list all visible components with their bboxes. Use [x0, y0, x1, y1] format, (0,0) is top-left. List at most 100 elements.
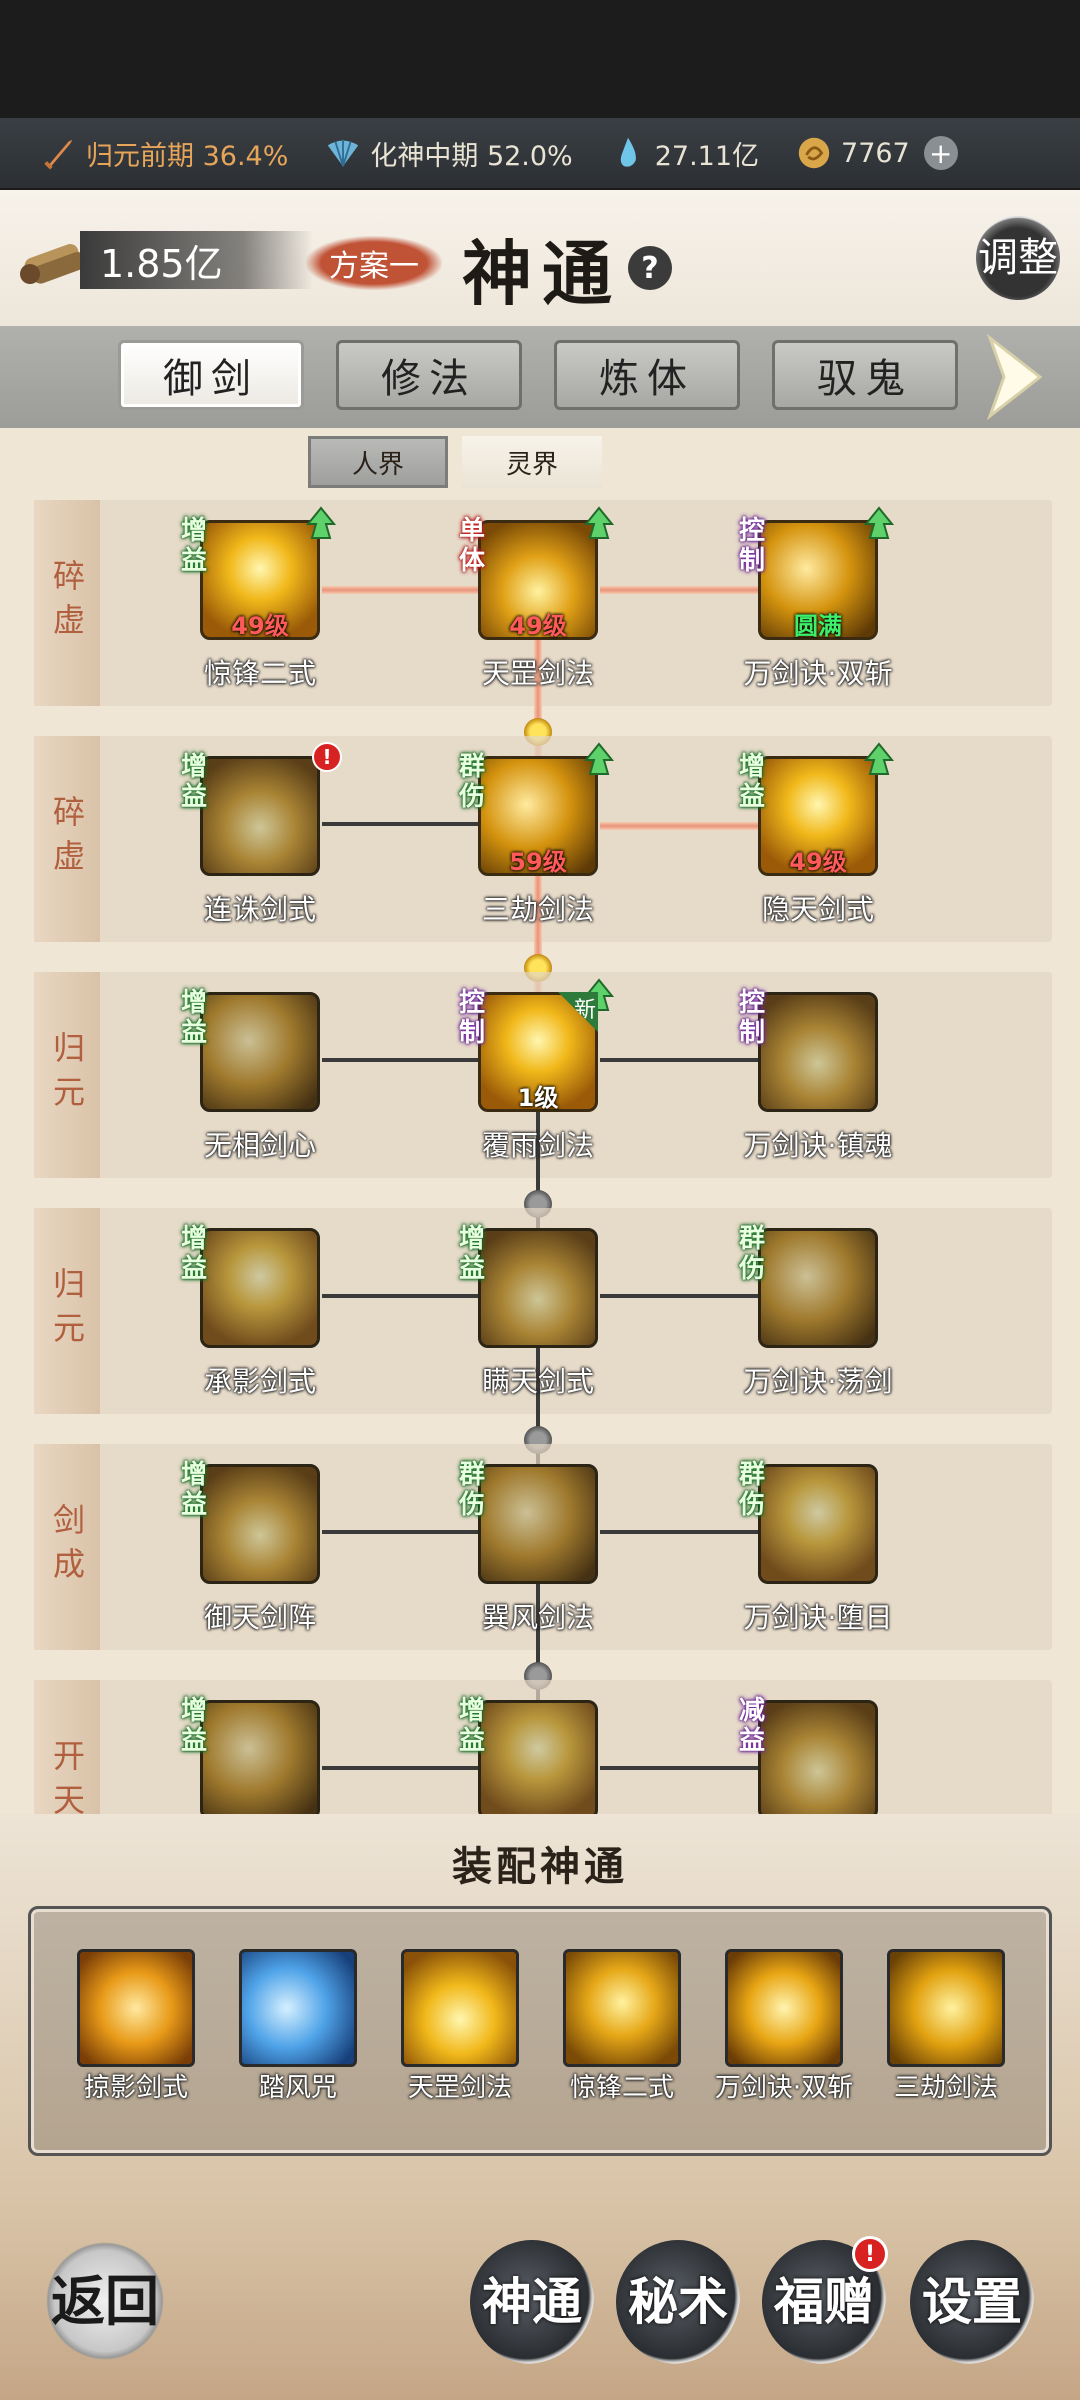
tab-lianti[interactable]: 炼体 — [554, 340, 740, 410]
skill-icon — [758, 1464, 878, 1584]
skill-link — [534, 640, 542, 776]
skill-name: 隐天剑式 — [761, 893, 874, 926]
skill-type-tag: 单体 — [458, 516, 485, 576]
skill-name: 万剑诀·镇魂 — [743, 1129, 893, 1162]
nav-mishu[interactable]: 秘术 — [616, 2240, 740, 2364]
fan-icon — [328, 139, 359, 167]
skill-link — [600, 1530, 758, 1534]
scroll-resource[interactable]: 1.85亿 — [14, 220, 313, 300]
tier-text: 归元 — [48, 1031, 86, 1119]
equip-skill-name: 万剑诀·双斩 — [714, 2073, 854, 2103]
skill-level: 59级 — [509, 848, 567, 876]
cultivation-resource[interactable]: 归元前期 36.4% — [40, 134, 288, 173]
skill-card[interactable]: 单体 49级天罡剑法 — [428, 506, 648, 696]
skill-card[interactable]: 减益 — [708, 1686, 928, 1814]
tier-label: 碎虚 — [34, 500, 100, 706]
realm-tab-human[interactable]: 人界 — [308, 436, 448, 488]
equip-skill-name: 三劫剑法 — [893, 2073, 998, 2103]
equip-slot[interactable]: 三劫剑法 — [865, 1949, 1027, 2103]
tab-yujian[interactable]: 御剑 — [118, 340, 304, 410]
skill-card[interactable]: 群伤巽风剑法 — [428, 1450, 648, 1640]
equip-slot[interactable]: 惊锋二式 — [541, 1949, 703, 2103]
skill-card[interactable]: 增益!连诛剑式 — [150, 742, 370, 932]
nav-settings[interactable]: 设置 — [910, 2240, 1034, 2364]
adjust-button[interactable]: 调整 — [976, 216, 1060, 300]
skill-name: 惊锋二式 — [203, 657, 316, 690]
skill-icon — [758, 992, 878, 1112]
skill-type-tag: 增益 — [180, 1696, 207, 1756]
equip-skill-icon — [887, 1949, 1005, 2067]
skill-type-tag: 增益 — [180, 752, 207, 812]
skill-link — [600, 1766, 758, 1770]
spirit-coin-icon — [798, 137, 830, 169]
sword-icon — [44, 139, 73, 170]
skill-type-tag: 群伤 — [738, 1460, 765, 1520]
back-label: 返回 — [51, 2269, 159, 2333]
water-resource[interactable]: 27.11亿 — [609, 134, 759, 173]
skill-link — [536, 1112, 540, 1248]
skill-icon — [200, 520, 320, 640]
skill-card[interactable]: 增益无相剑心 — [150, 978, 370, 1168]
skill-type-tag: 增益 — [180, 516, 207, 576]
skill-icon — [478, 1700, 598, 1814]
skill-card[interactable]: 增益 — [150, 1686, 370, 1814]
skill-card[interactable]: 控制万剑诀·镇魂 — [708, 978, 928, 1168]
skill-type-tag: 增益 — [458, 1696, 485, 1756]
skill-card[interactable]: 增益御天剑阵 — [150, 1450, 370, 1640]
add-coin-button[interactable]: + — [923, 136, 958, 170]
tab-yugui[interactable]: 驭鬼 — [772, 340, 958, 410]
tab-xiufa[interactable]: 修法 — [336, 340, 522, 410]
skill-card[interactable]: 群伤万剑诀·荡剑 — [708, 1214, 928, 1404]
skill-level: 圆满 — [794, 612, 842, 640]
equip-slot[interactable]: 踏风咒 — [217, 1949, 379, 2103]
nav-shentong[interactable]: 神通 — [470, 2240, 594, 2364]
equip-skill-name: 惊锋二式 — [569, 2073, 674, 2103]
skill-icon — [200, 1700, 320, 1814]
chevron-right-icon[interactable] — [980, 334, 1050, 420]
skill-name: 瞒天剑式 — [481, 1365, 594, 1398]
skill-name: 万剑诀·堕日 — [743, 1601, 893, 1634]
tier-text: 归元 — [48, 1267, 86, 1355]
skill-name: 三劫剑法 — [481, 893, 594, 926]
skill-card[interactable]: 群伤万剑诀·堕日 — [708, 1450, 928, 1640]
skill-type-tag: 增益 — [738, 752, 765, 812]
skill-card[interactable]: 控制圆满万剑诀·双斩 — [708, 506, 928, 696]
skill-name: 天罡剑法 — [481, 657, 594, 690]
back-button[interactable]: 返回 — [40, 2236, 170, 2366]
tier-text: 碎虚 — [48, 559, 86, 647]
skill-level: 49级 — [509, 612, 567, 640]
top-decor-band — [0, 0, 1080, 118]
coin-label: 7767 — [841, 137, 910, 169]
equip-slot[interactable]: 万剑诀·双斩 — [703, 1949, 865, 2103]
skill-card[interactable]: 增益 — [428, 1686, 648, 1814]
nav-fuzeng-label: 福赠 — [774, 2272, 874, 2331]
coin-resource[interactable]: 7767 + — [795, 134, 958, 172]
nav-fuzeng[interactable]: 福赠 — [762, 2240, 886, 2364]
skill-card[interactable]: 增益瞒天剑式 — [428, 1214, 648, 1404]
skill-card[interactable]: 增益承影剑式 — [150, 1214, 370, 1404]
skill-icon — [758, 1700, 878, 1814]
tier-text: 碎虚 — [48, 795, 86, 883]
equip-slot[interactable]: 掠影剑式 — [55, 1949, 217, 2103]
skill-icon — [200, 756, 320, 876]
realm-tab-spirit[interactable]: 灵界 — [462, 436, 602, 488]
skill-type-tag: 群伤 — [738, 1224, 765, 1284]
skill-link — [322, 822, 478, 826]
skill-type-tag: 增益 — [180, 988, 207, 1048]
help-button[interactable]: ? — [628, 246, 672, 290]
plan-selector[interactable]: 方案一 — [306, 236, 442, 290]
page-title: 神通 — [462, 232, 622, 315]
skill-icon — [758, 520, 878, 640]
skill-link — [322, 1766, 478, 1770]
equip-skill-name: 掠影剑式 — [83, 2073, 188, 2103]
spirit-resource[interactable]: 化神中期 52.0% — [324, 134, 573, 173]
category-tab-bar: 御剑 修法 炼体 驭鬼 — [0, 326, 1080, 428]
scroll-icon — [20, 243, 87, 284]
equip-slot[interactable]: 天罡剑法 — [379, 1949, 541, 2103]
skill-icon — [478, 1464, 598, 1584]
